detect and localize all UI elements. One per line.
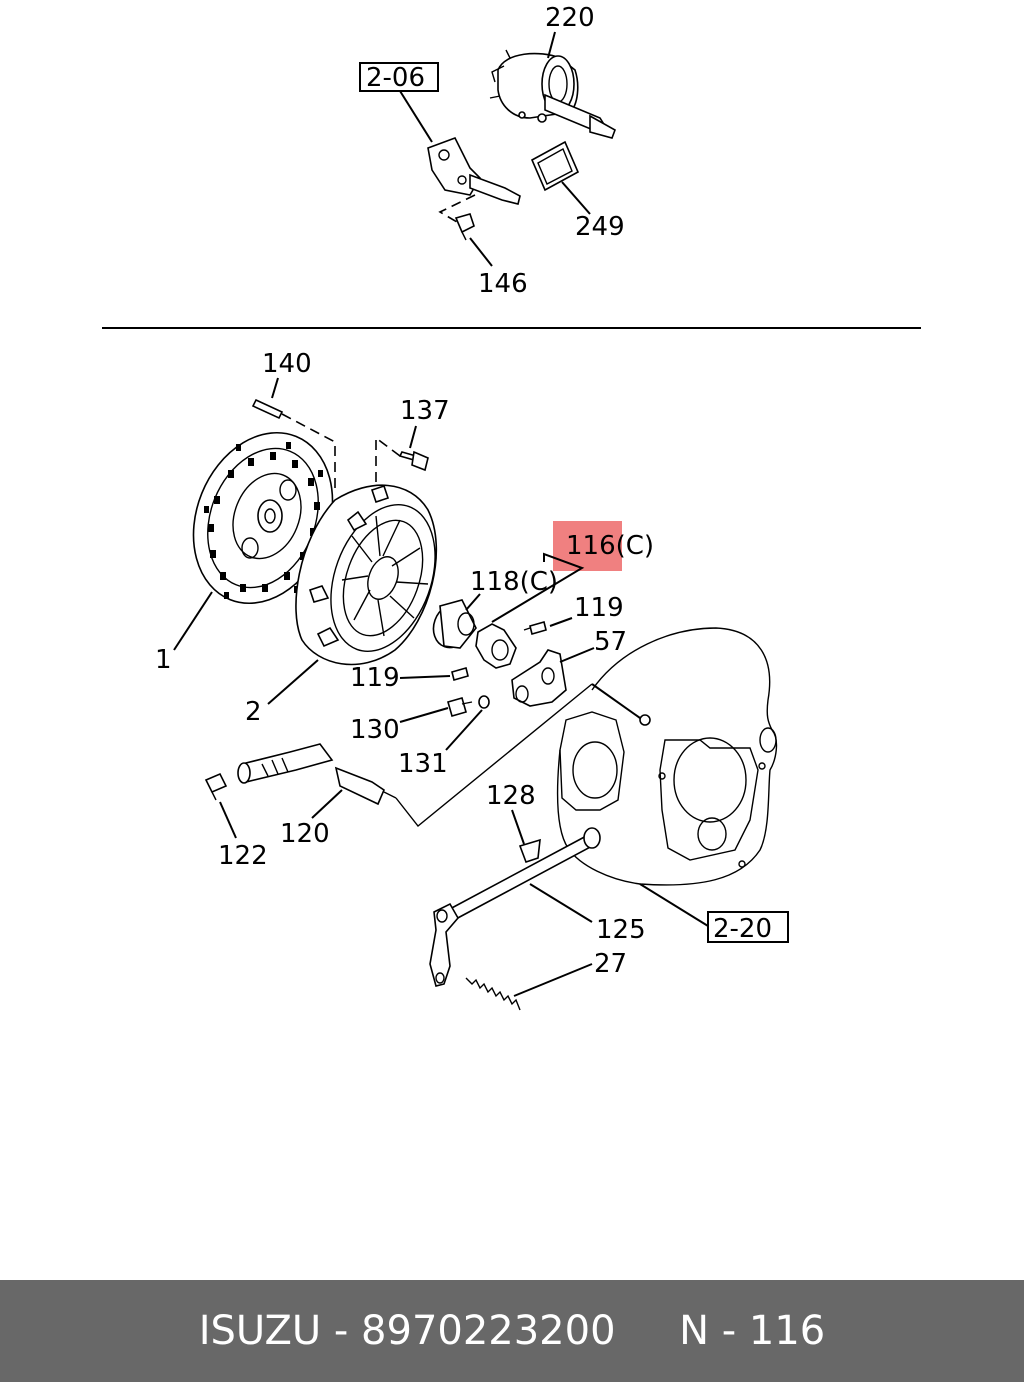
callout-120: 120 — [280, 819, 330, 849]
callout-119-right: 119 — [574, 593, 624, 623]
clutch-booster-drawing — [489, 49, 616, 139]
release-hub-drawing — [475, 623, 517, 669]
bolt-146-drawing — [454, 213, 475, 241]
reference-box-2-20 — [707, 911, 789, 943]
clip-131-drawing — [478, 695, 490, 709]
hose-assembly-drawing — [237, 743, 397, 806]
bracket-128-drawing — [518, 838, 541, 864]
fitting-122-drawing — [204, 772, 228, 801]
release-fork-drawing — [511, 649, 567, 707]
stud-140-drawing — [251, 398, 284, 420]
reference-2-06: 2-06 — [366, 63, 425, 93]
callout-57: 57 — [594, 627, 627, 657]
clutch-housing-drawing — [556, 627, 778, 886]
callout-249: 249 — [575, 212, 625, 242]
part-highlight — [553, 521, 622, 571]
gasket-249-drawing — [530, 140, 580, 192]
callout-220: 220 — [545, 3, 595, 33]
callout-128: 128 — [486, 781, 536, 811]
callout-131: 131 — [398, 749, 448, 779]
callout-140: 140 — [262, 349, 312, 379]
callout-1: 1 — [155, 645, 172, 675]
callout-146: 146 — [478, 269, 528, 299]
slave-cylinder-drawing — [427, 137, 521, 205]
release-shaft-drawing — [429, 827, 601, 987]
callout-125: 125 — [596, 915, 646, 945]
callout-122: 122 — [218, 841, 268, 871]
callout-116c: 116(C) — [566, 531, 654, 561]
bolt-130-drawing — [447, 697, 473, 717]
callout-119-left: 119 — [350, 663, 400, 693]
callout-2: 2 — [245, 697, 262, 727]
callout-27: 27 — [594, 949, 627, 979]
grease-fitting-119-right — [523, 621, 547, 635]
return-spring-drawing — [465, 977, 521, 1011]
pressure-plate-drawing — [295, 484, 438, 666]
footer-part-number: ISUZU - 8970223200 N - 116 — [0, 1280, 1024, 1382]
parts-diagram: 220 2-06 146 249 140 137 — [102, 3, 921, 1011]
reference-2-20: 2-20 — [713, 914, 772, 944]
callout-137: 137 — [400, 396, 450, 426]
release-bearing-drawing — [432, 599, 477, 649]
callout-130: 130 — [350, 715, 400, 745]
reference-box-2-06 — [359, 62, 439, 92]
bolt-137-drawing — [398, 450, 429, 472]
clutch-disc-drawing — [192, 431, 334, 605]
grease-fitting-119-left — [451, 667, 469, 681]
callout-118c: 118(C) — [470, 567, 558, 597]
